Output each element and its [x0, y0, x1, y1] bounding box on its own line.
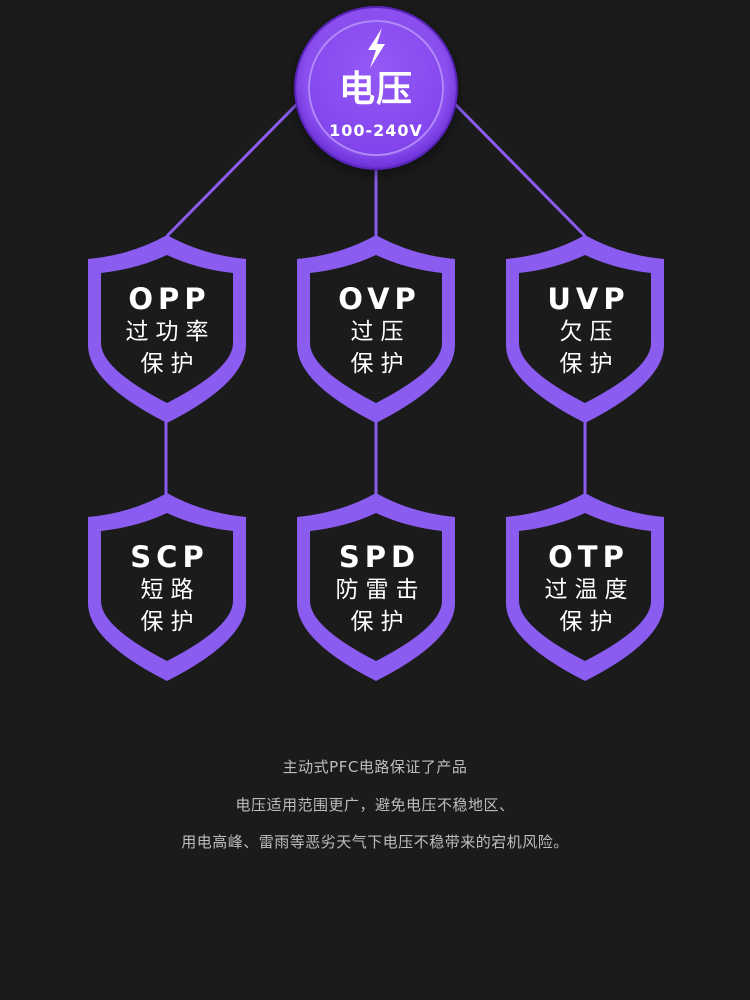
shield-label-line2: 保护 — [350, 609, 411, 635]
shield-opp: OPP 过功率 保护 — [87, 282, 247, 380]
shield-label-line1: 过压 — [350, 319, 411, 345]
shield-label-line2: 保护 — [140, 609, 201, 635]
shield-code: OTP — [548, 540, 629, 574]
shield-label-line2: 保护 — [559, 351, 620, 377]
hub-title: 电压 — [338, 69, 413, 110]
shield-label-line1: 过温度 — [544, 577, 635, 603]
shield-code: OVP — [338, 282, 421, 316]
shield-label-line1: 短路 — [140, 577, 201, 603]
shield-label-line1: 过功率 — [125, 319, 216, 345]
shield-label-line2: 保护 — [140, 351, 201, 377]
shield-code: UVP — [547, 282, 630, 316]
shield-code: OPP — [128, 282, 211, 316]
shield-label-line1: 防雷击 — [335, 577, 426, 603]
shield-code: SPD — [338, 540, 421, 574]
description-line-3: 用电高峰、雷雨等恶劣天气下电压不稳带来的宕机风险。 — [181, 833, 569, 851]
shield-label-line1: 欠压 — [559, 319, 620, 345]
shield-spd: SPD 防雷击 保护 — [297, 540, 457, 638]
voltage-hub: 电压 100-240V — [296, 8, 456, 168]
shield-label-line2: 保护 — [350, 351, 411, 377]
description-line-2: 电压适用范围更广，避免电压不稳地区、 — [235, 796, 515, 814]
hub-voltage-range: 100-240V — [329, 121, 423, 140]
shield-scp: SCP 短路 保护 — [87, 540, 247, 638]
description-line-1: 主动式PFC电路保证了产品 — [282, 758, 468, 776]
shield-code: SCP — [130, 540, 209, 574]
connector-hub-opp — [165, 101, 300, 238]
shield-uvp: UVP 欠压 保护 — [506, 282, 666, 380]
connector-hub-uvp — [452, 101, 587, 238]
lightning-bolt-icon — [368, 28, 385, 68]
shield-label-line2: 保护 — [559, 609, 620, 635]
shield-otp: OTP 过温度 保护 — [506, 540, 666, 638]
shield-ovp: OVP 过压 保护 — [297, 282, 457, 380]
